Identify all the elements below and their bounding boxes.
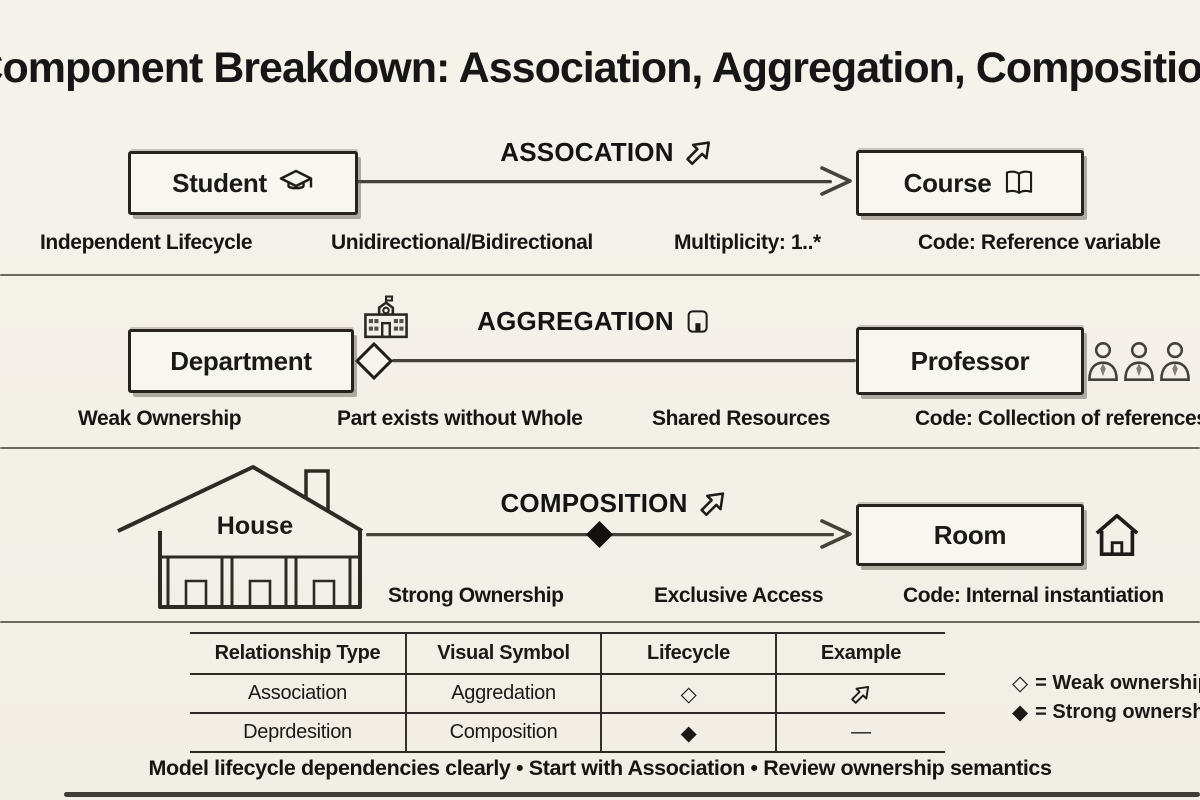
room-box-label: Room xyxy=(933,519,1007,550)
open-diamond-glyph: ◇ xyxy=(1012,671,1029,695)
caption-code-internal: Code: Internal instantiation xyxy=(903,584,1164,607)
department-box: Department xyxy=(128,329,354,393)
column-header: Lifecycle xyxy=(600,634,775,673)
composition-label-text: COMPOSITION xyxy=(500,487,688,518)
aggregation-label-text: AGGREGATION xyxy=(477,306,674,336)
cell-visual-symbol: Composition xyxy=(405,714,600,751)
column-header: Example xyxy=(775,634,945,673)
three-people-icon xyxy=(1086,333,1192,389)
section-divider xyxy=(0,447,1200,449)
school-building-icon xyxy=(362,293,410,343)
person-icon xyxy=(1158,333,1192,389)
legend-strong-ownership: ◆ = Strong ownership xyxy=(1012,700,1200,724)
ne-arrow-icon xyxy=(698,487,730,519)
caption-part-exists: Part exists without Whole xyxy=(337,407,583,430)
association-arrowhead-icon xyxy=(818,165,854,197)
cell-example: — xyxy=(775,714,945,751)
table-header-row: Relationship Type Visual Symbol Lifecycl… xyxy=(190,634,945,675)
legend-weak-ownership: ◇ = Weak ownership xyxy=(1012,671,1200,695)
house-outline-icon xyxy=(1092,510,1142,560)
caption-exclusive-access: Exclusive Access xyxy=(654,584,824,607)
person-icon xyxy=(1086,333,1120,389)
professor-box-label: Professor xyxy=(910,345,1030,376)
open-diamond-icon xyxy=(354,341,394,381)
section-divider xyxy=(0,621,1200,623)
section-divider xyxy=(0,274,1200,276)
association-line xyxy=(354,180,832,183)
caption-strong-ownership: Strong Ownership xyxy=(388,584,564,607)
caption-shared-resources: Shared Resources xyxy=(652,407,831,430)
aggregation-label: AGGREGATION xyxy=(477,306,711,337)
cell-example xyxy=(775,675,945,712)
bottom-rule xyxy=(64,792,1200,797)
column-header: Visual Symbol xyxy=(405,634,600,673)
course-box: Course xyxy=(856,150,1084,216)
legend-strong-text: = Strong ownership xyxy=(1035,700,1200,723)
association-label: ASSOCATION xyxy=(500,136,715,168)
composition-arrowhead-icon xyxy=(818,518,854,550)
page-title: Component Breakdown: Association, Aggreg… xyxy=(0,44,1200,92)
filled-diamond-glyph: ◆ xyxy=(1012,700,1029,724)
cell-relationship-type: Association xyxy=(248,682,347,704)
house-label: House xyxy=(216,512,294,540)
graduation-cap-icon xyxy=(278,165,314,201)
filled-diamond-glyph: ◆ xyxy=(600,714,775,751)
building-plaque-icon xyxy=(684,308,711,335)
person-icon xyxy=(1122,333,1156,389)
ne-arrow-icon xyxy=(684,136,716,168)
professor-box: Professor xyxy=(856,327,1084,395)
footer-note: Model lifecycle dependencies clearly • S… xyxy=(148,756,1052,780)
caption-weak-ownership: Weak Ownership xyxy=(78,407,242,430)
caption-code-reference: Code: Reference variable xyxy=(918,231,1161,254)
open-book-icon xyxy=(1002,166,1036,200)
course-box-label: Course xyxy=(903,167,992,198)
caption-code-collection: Code: Collection of references xyxy=(915,407,1200,430)
summary-table: Relationship Type Visual Symbol Lifecycl… xyxy=(190,632,945,753)
room-box: Room xyxy=(856,504,1084,566)
ne-arrow-icon xyxy=(849,682,873,706)
filled-diamond-icon xyxy=(586,521,613,548)
caption-independent-lifecycle: Independent Lifecycle xyxy=(40,231,253,254)
caption-multiplicity: Multiplicity: 1..* xyxy=(674,231,821,254)
department-box-label: Department xyxy=(170,345,312,376)
student-box-label: Student xyxy=(172,167,267,198)
cell-relationship-type: Deprdesition xyxy=(243,721,352,743)
open-diamond-glyph: ◇ xyxy=(600,675,775,712)
table-row: Association Aggredation ◇ xyxy=(190,675,945,714)
aggregation-line xyxy=(392,359,856,362)
table-row: Deprdesition Composition ◆ — xyxy=(190,714,945,751)
cell-visual-symbol: Aggredation xyxy=(405,675,600,712)
house-drawing-icon xyxy=(117,465,364,609)
legend-weak-text: = Weak ownership xyxy=(1035,671,1200,694)
association-label-text: ASSOCATION xyxy=(500,136,674,167)
caption-directionality: Unidirectional/Bidirectional xyxy=(331,231,593,254)
composition-label: COMPOSITION xyxy=(500,487,729,519)
column-header: Relationship Type xyxy=(214,642,381,664)
student-box: Student xyxy=(128,151,358,215)
